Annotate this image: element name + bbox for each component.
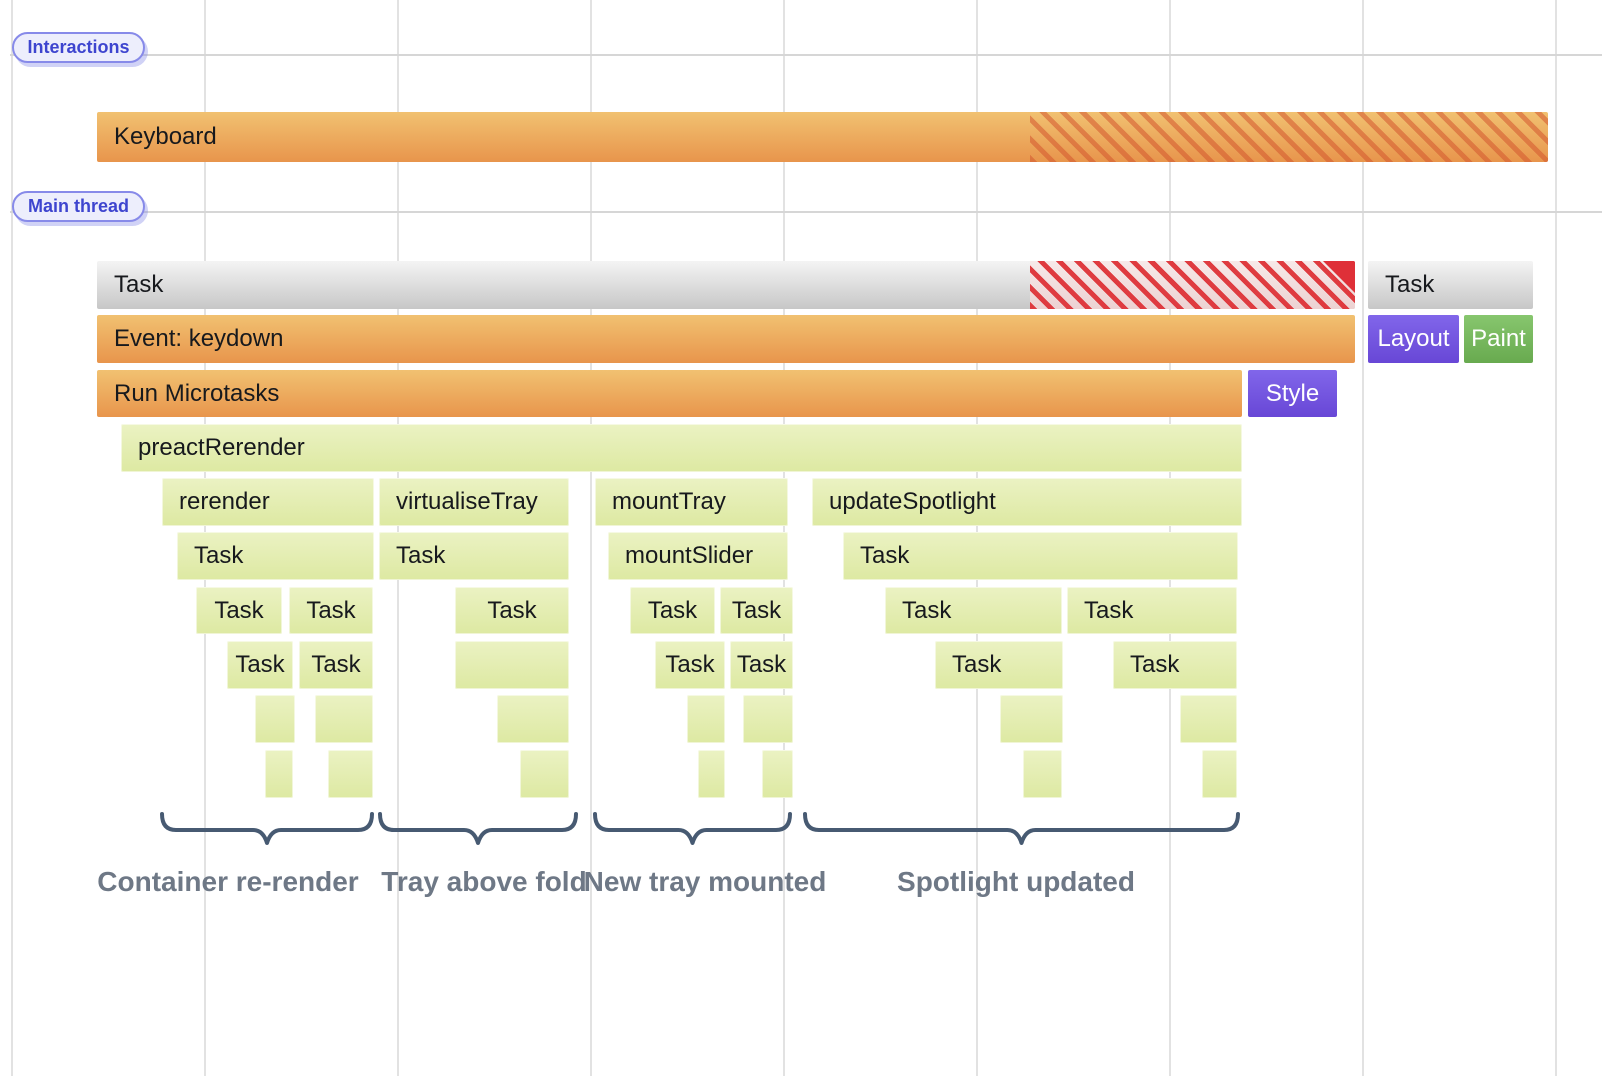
flame-block-label: Task <box>396 542 446 569</box>
flame-block-event-keydown[interactable]: Event: keydown <box>97 315 1355 363</box>
main-thread-track-label[interactable]: Main thread <box>12 191 145 222</box>
flame-block-g3-mount-tray[interactable]: mountTray <box>595 478 788 526</box>
flame-block-label: Keyboard <box>114 123 217 150</box>
flame-block-label: Run Microtasks <box>114 379 280 407</box>
flame-block-label: preactRerender <box>138 434 305 461</box>
flame-block-g4-anon-i1[interactable] <box>1000 695 1063 743</box>
interactions-track-label-text: Interactions <box>27 37 130 57</box>
flame-block-label: Task <box>902 596 952 624</box>
flame-block-g3-mount-slider[interactable]: mountSlider <box>608 532 788 580</box>
annotation-label-new-tray-mounted: New tray mounted <box>583 866 827 897</box>
flame-block-g4-task-h2[interactable]: Task <box>1113 641 1237 689</box>
flame-block-label: Task <box>731 596 782 624</box>
flame-block-label: virtualiseTray <box>396 488 538 515</box>
flame-block-g1-anon-i1[interactable] <box>255 695 295 743</box>
flame-block-label: mountSlider <box>625 542 754 569</box>
flame-block-g2-anon-j[interactable] <box>520 750 569 798</box>
main-thread-track-line <box>10 211 1602 213</box>
flame-block-layout-block[interactable]: Layout <box>1368 315 1459 363</box>
annotation-label-container-re-render: Container re-render <box>97 866 359 897</box>
flame-block-g4-task-g1[interactable]: Task <box>885 587 1062 634</box>
flame-block-g2-task-g[interactable]: Task <box>455 587 569 634</box>
flame-block-label: Task <box>487 596 537 624</box>
flame-block-g3-anon-j1[interactable] <box>698 750 725 798</box>
flame-block-g1-task-h1[interactable]: Task <box>227 641 293 689</box>
interactions-track-line <box>10 54 1602 56</box>
flame-block-g2-virtualise-tray[interactable]: virtualiseTray <box>379 478 569 526</box>
flame-block-g3-anon-i1[interactable] <box>687 695 725 743</box>
flame-block-label: Task <box>1130 651 1180 678</box>
main-thread-track-label-text: Main thread <box>27 196 129 216</box>
flame-block-paint-block[interactable]: Paint <box>1464 315 1533 363</box>
flame-block-g4-anon-j1[interactable] <box>1023 750 1062 798</box>
red-hatch-overlay <box>1030 261 1355 309</box>
flame-block-g2-anon-h[interactable] <box>455 641 569 689</box>
flame-block-g1-task-g1[interactable]: Task <box>196 587 282 634</box>
flame-block-label: Style <box>1265 379 1320 407</box>
brace-new-tray-mounted <box>593 812 792 845</box>
flame-block-label: Task <box>235 651 285 678</box>
flame-block-g4-anon-j2[interactable] <box>1202 750 1237 798</box>
orange-hatch-overlay <box>1030 112 1548 162</box>
gridline <box>1362 0 1364 1076</box>
flame-block-g4-task-f[interactable]: Task <box>843 532 1238 580</box>
flame-block-g4-task-h1[interactable]: Task <box>935 641 1063 689</box>
flame-block-preact-rerender[interactable]: preactRerender <box>121 424 1242 472</box>
interactions-track-label[interactable]: Interactions <box>12 32 145 63</box>
flame-block-g4-update-spotlight[interactable]: updateSpotlight <box>812 478 1242 526</box>
flame-block-g1-anon-j1[interactable] <box>265 750 293 798</box>
flame-block-label: Task <box>306 596 356 624</box>
flame-block-label: Task <box>665 651 715 678</box>
flame-block-g2-task-f[interactable]: Task <box>379 532 569 580</box>
flame-block-g2-anon-i[interactable] <box>497 695 569 743</box>
flame-block-label: Event: keydown <box>114 325 284 352</box>
flame-block-label: Task <box>952 651 1002 678</box>
annotation-label-spotlight-updated: Spotlight updated <box>897 866 1135 897</box>
flame-block-label: Task <box>311 651 361 678</box>
flame-block-label: mountTray <box>612 488 726 515</box>
gridline <box>590 0 592 1076</box>
gridline <box>1555 0 1557 1076</box>
flame-block-g1-task-f[interactable]: Task <box>177 532 374 580</box>
flame-block-label: updateSpotlight <box>829 488 996 515</box>
flame-block-g1-anon-i2[interactable] <box>315 695 373 743</box>
brace-spotlight-updated <box>803 812 1240 845</box>
flame-block-label: Task <box>1385 271 1435 298</box>
flame-block-label: Task <box>194 542 244 569</box>
flame-block-g1-task-g2[interactable]: Task <box>289 587 373 634</box>
flame-block-label: Paint <box>1471 325 1526 352</box>
flame-block-label: Task <box>214 596 264 624</box>
flame-block-label: Task <box>860 542 910 569</box>
flame-block-g1-task-h2[interactable]: Task <box>299 641 373 689</box>
flame-block-label: Layout <box>1377 325 1450 352</box>
flame-block-g3-anon-j2[interactable] <box>762 750 793 798</box>
flame-block-g1-rerender[interactable]: rerender <box>162 478 374 526</box>
annotation-label-tray-above-fold: Tray above fold <box>381 866 587 897</box>
flame-block-g4-anon-i2[interactable] <box>1180 695 1237 743</box>
flame-block-label: Task <box>114 271 164 298</box>
flame-block-keyboard-interaction[interactable]: Keyboard <box>97 112 1548 162</box>
flame-block-g3-anon-i2[interactable] <box>743 695 793 743</box>
flame-block-label: rerender <box>179 488 270 515</box>
flame-block-g4-task-g2[interactable]: Task <box>1067 587 1237 634</box>
flame-block-main-task[interactable]: Task <box>97 261 1355 309</box>
flame-block-label: Task <box>647 596 698 624</box>
brace-tray-above-fold <box>378 812 578 845</box>
flame-block-right-task[interactable]: Task <box>1368 261 1533 309</box>
flame-block-g3-task-h2[interactable]: Task <box>730 641 793 689</box>
flame-block-g3-task-g1[interactable]: Task <box>630 587 715 634</box>
flame-block-style-block[interactable]: Style <box>1248 370 1337 417</box>
flame-block-g3-task-h1[interactable]: Task <box>655 641 725 689</box>
flame-block-label: Task <box>1084 596 1134 624</box>
brace-container-re-render <box>160 812 374 845</box>
flame-block-g3-task-g2[interactable]: Task <box>720 587 793 634</box>
flame-block-run-microtasks[interactable]: Run Microtasks <box>97 370 1242 417</box>
flame-block-g1-anon-j2[interactable] <box>328 750 373 798</box>
flame-block-label: Task <box>736 651 787 678</box>
red-corner-flag-icon <box>1323 261 1355 293</box>
gridline <box>11 0 13 1076</box>
